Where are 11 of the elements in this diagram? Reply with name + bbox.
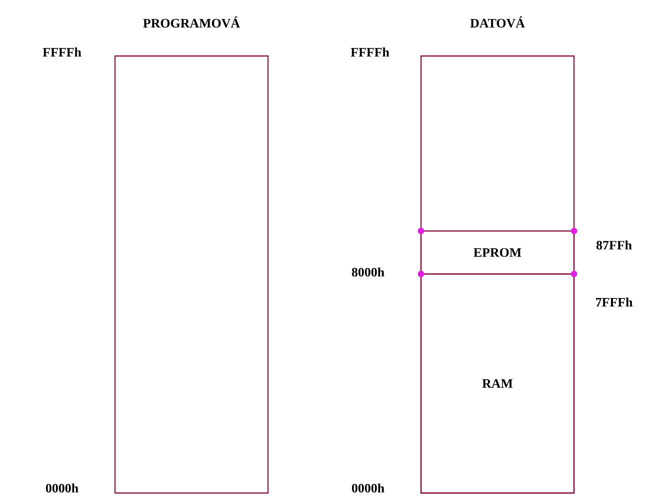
address-label: 0000h — [46, 483, 78, 493]
address-label: FFFFh — [350, 48, 390, 56]
address-label: 87FFh — [596, 240, 632, 250]
address-label: 0000h — [352, 483, 384, 493]
address-label: FFFFh — [42, 48, 82, 56]
memory-heading: PROGRAMOVÁ — [143, 16, 240, 28]
address-label: 8000h — [352, 267, 384, 277]
address-label: 7FFFh — [596, 298, 633, 306]
memory-section: RAM — [420, 273, 575, 494]
memory-section: EPROM — [420, 230, 575, 275]
memory-heading: DATOVÁ — [470, 16, 525, 28]
